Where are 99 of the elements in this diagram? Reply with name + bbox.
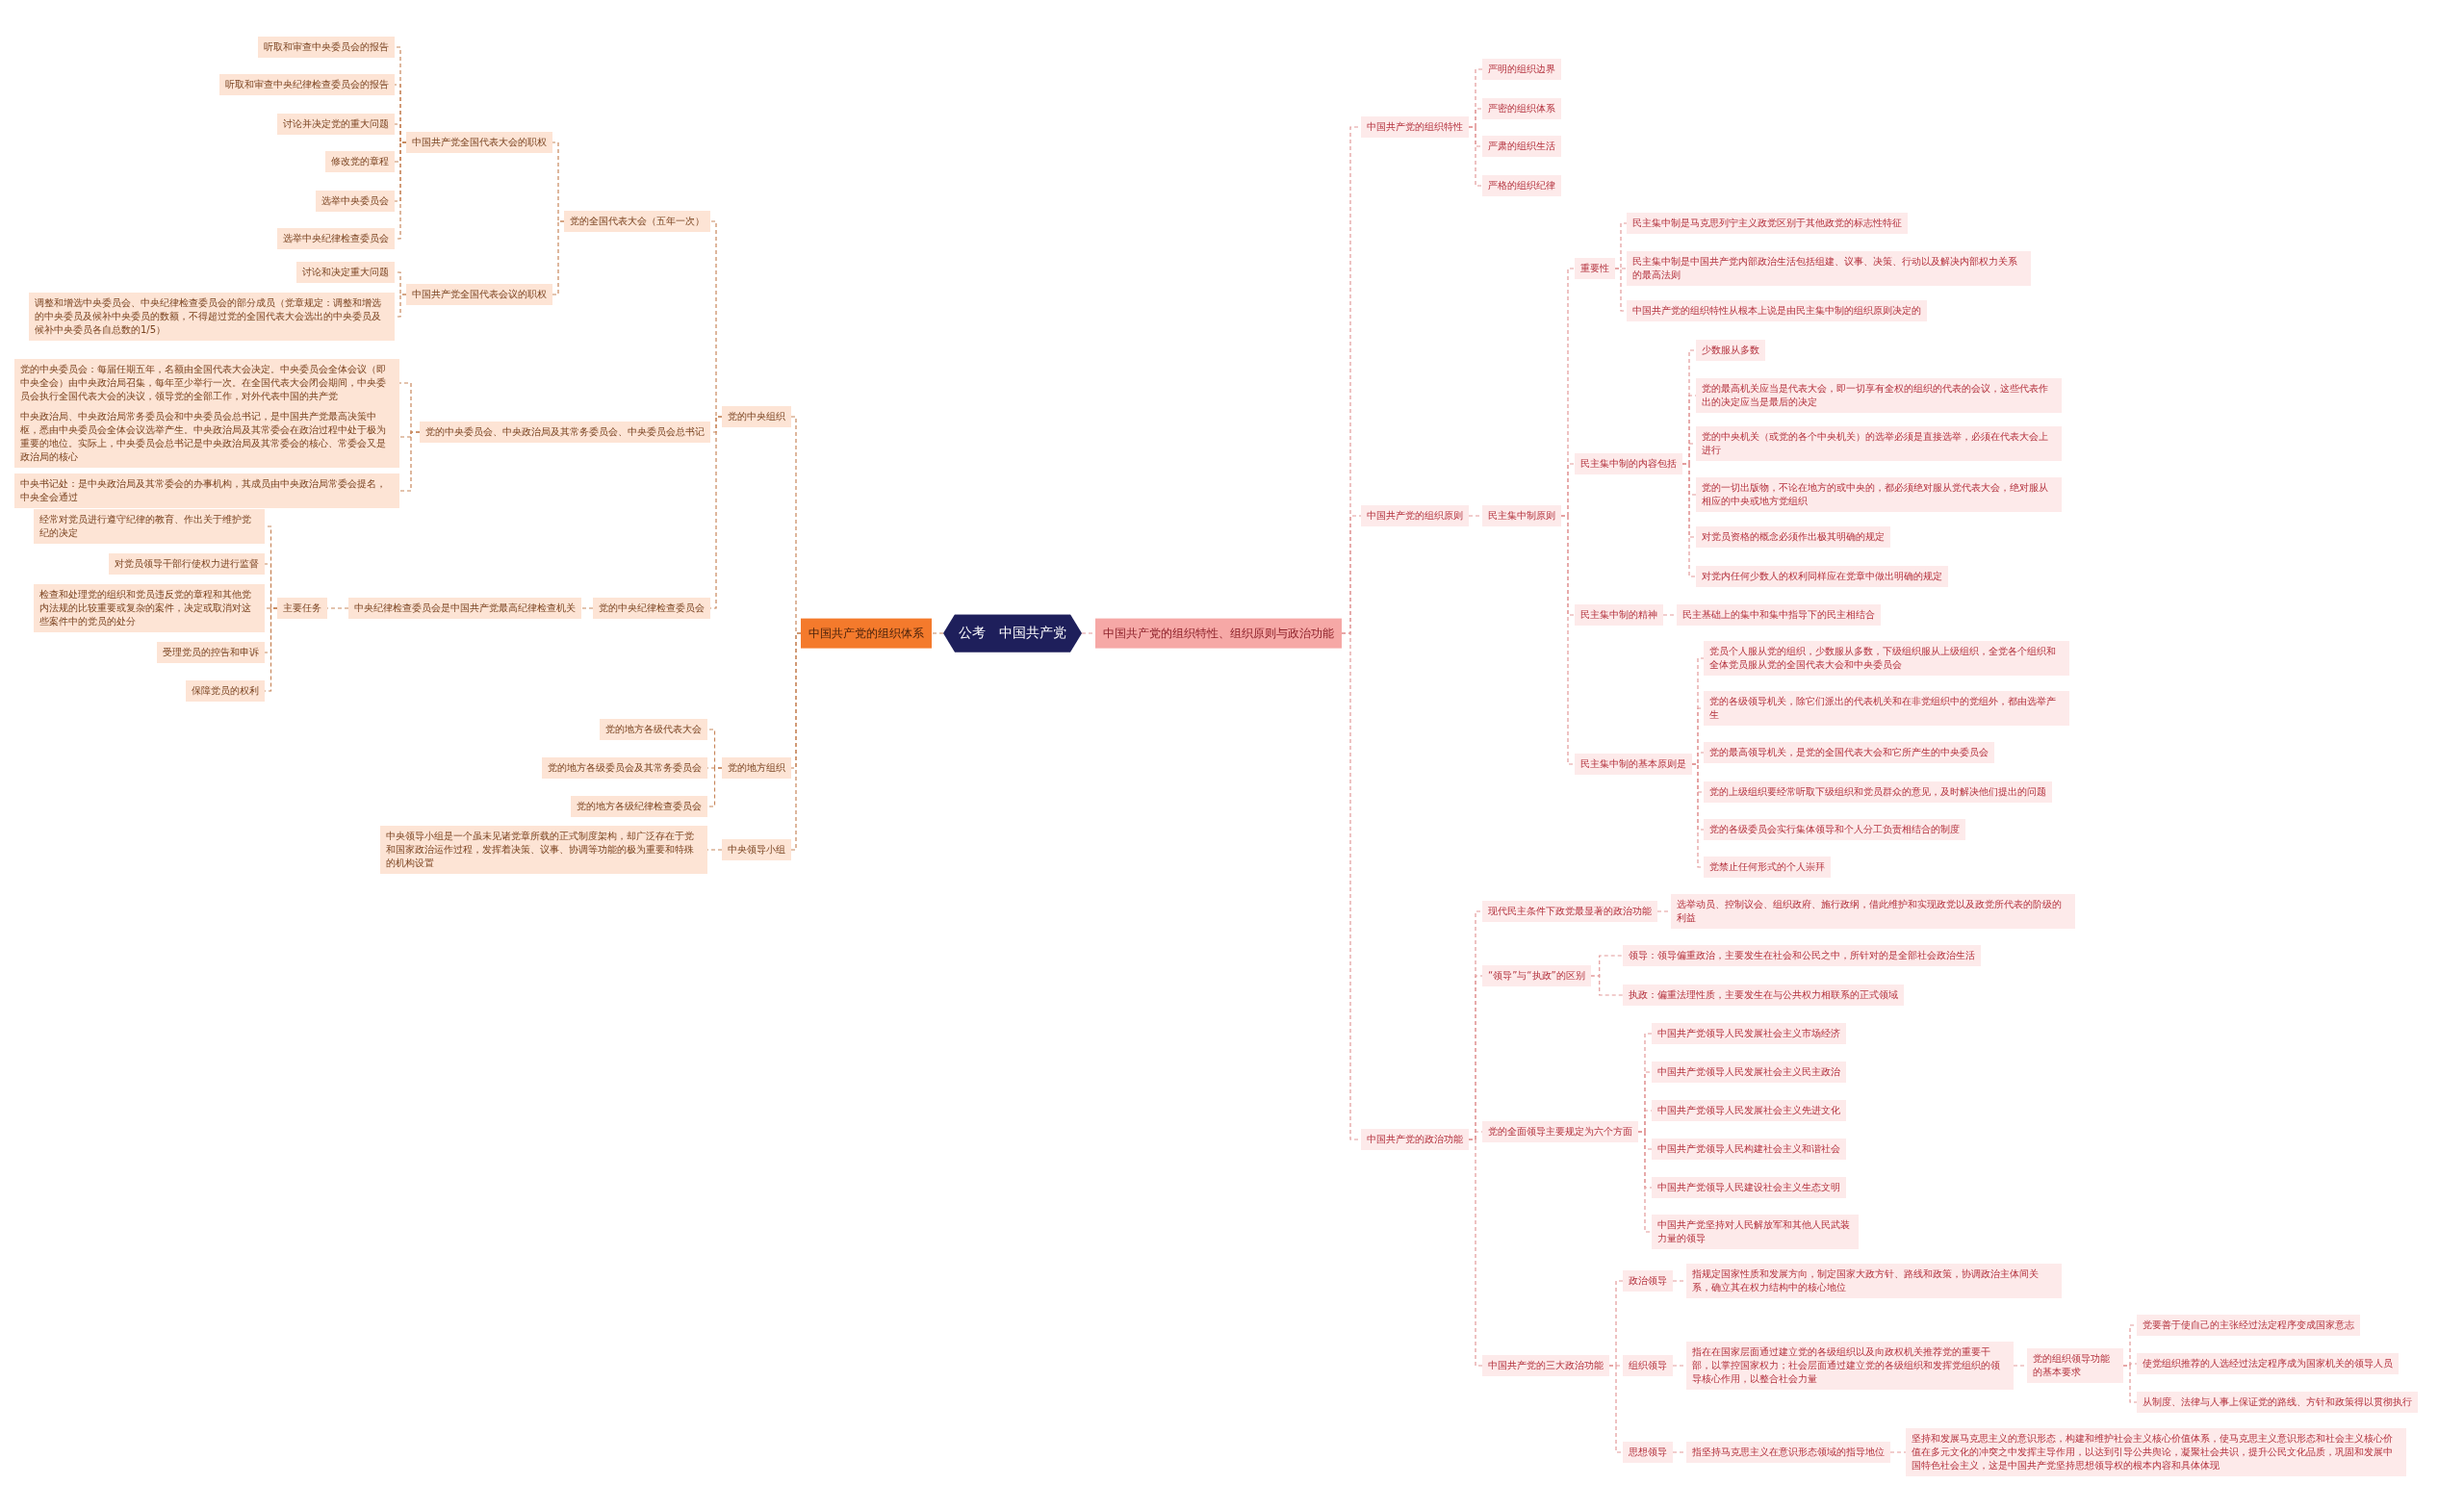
topic-box: 重要性 (1575, 258, 1615, 279)
topic-box: 听取和审查中央纪律检查委员会的报告 (219, 74, 395, 95)
topic-box: 民主集中制的基本原则是 (1575, 754, 1692, 775)
topic-box: 民主集中制的内容包括 (1575, 453, 1682, 474)
topic-box: 讨论和决定重大问题 (296, 262, 395, 283)
topic-box: 党的地方各级纪律检查委员会 (571, 796, 707, 817)
topic-box: 党要善于使自己的主张经过法定程序变成国家意志 (2137, 1315, 2360, 1336)
topic-box: 严肃的组织生活 (1482, 136, 1561, 157)
topic-box: 对党员资格的概念必须作出极其明确的规定 (1696, 526, 1890, 548)
topic-box: 民主集中制是马克思列宁主义政党区别于其他政党的标志性特征 (1627, 213, 1908, 234)
topic-box: 中国共产党的政治功能 (1361, 1129, 1469, 1150)
topic-box: 保障党员的权利 (186, 680, 265, 702)
topic-box: 选举动员、控制议会、组织政府、施行政纲，借此维护和实现政党以及政党所代表的阶级的利益 (1671, 894, 2075, 929)
connector-line (1468, 1139, 1483, 1367)
connector-line (1681, 463, 1697, 577)
topic-box: 中央书记处：是中央政治局及其常委会的办事机构，其成员由中央政治局常委会提名，中央全会通过 (14, 473, 399, 508)
topic-box: 使党组织推荐的人选经过法定程序成为国家机关的领导人员 (2137, 1353, 2399, 1374)
topic-box: 严格的组织纪律 (1482, 175, 1561, 196)
topic-box: 党的中央机关（或党的各个中央机关）的选举必须是直接选举，必须在代表大会上进行 (1696, 426, 2062, 461)
topic-box: 领导：领导偏重政治，主要发生在社会和公民之中，所针对的是全部社会政治生活 (1623, 945, 1981, 966)
topic-box: 坚持和发展马克思主义的意识形态，构建和维护社会主义核心价值体系，使马克思主义意识形态和社会主义核心价值在多元文化的冲突之中发挥主导作用，以达到引导公共舆论，凝聚社会共识，提升公民文化品质，巩固和发展中国特色社会主义，这是中国共产党坚持思想领导权的根本内容和具体体现 (1906, 1428, 2406, 1476)
topic-box: 中国共产党的组织原则 (1361, 505, 1469, 526)
topic-box: 民主基础上的集中和集中指导下的民主相结合 (1677, 604, 1881, 626)
topic-box: 指规定国家性质和发展方向，制定国家大政方针、路线和政策，协调政治主体间关系，确立其在权力结构中的核心地位 (1686, 1264, 2062, 1298)
topic-box: 党的组织领导功能的基本要求 (2027, 1348, 2123, 1383)
connector-line (1637, 1131, 1653, 1233)
topic-box: 组织领导 (1623, 1355, 1673, 1376)
topic-box: “领导”与“执政”的区别 (1482, 965, 1591, 986)
topic-box: 中央纪律检查委员会是中国共产党最高纪律检查机关 (348, 598, 581, 619)
topic-box: 选举中央委员会 (316, 191, 395, 212)
connector-line (552, 220, 565, 295)
topic-box: 党的中央组织 (722, 406, 791, 427)
topic-box: 中国共产党领导人民建设社会主义生态文明 (1652, 1177, 1846, 1198)
topic-box: 党的最高领导机关，是党的全国代表大会和它所产生的中央委员会 (1704, 742, 1994, 763)
topic-box: 对党员领导干部行使权力进行监督 (109, 553, 265, 575)
topic-box: 中国共产党的组织特性从根本上说是由民主集中制的组织原则决定的 (1627, 300, 1927, 321)
topic-box: 对党内任何少数人的权利同样应在党章中做出明确的规定 (1696, 566, 1948, 587)
topic-box: 中国共产党领导人民构建社会主义和谐社会 (1652, 1139, 1846, 1160)
connector-line (398, 431, 421, 492)
topic-box: 党的中央委员会、中央政治局及其常务委员会、中央委员会总书记 (420, 422, 710, 443)
connector-line (1560, 515, 1576, 765)
topic-box: 主要任务 (277, 598, 327, 619)
topic-box: 调整和增选中央委员会、中央纪律检查委员会的部分成员（党章规定：调整和增选的中央委员及候补中央委员的数额，不得超过党的全国代表大会选出的中央委员及候补中央委员各自总数的1/5） (29, 293, 395, 341)
topic-box: 中国共产党领导人民发展社会主义民主政治 (1652, 1062, 1846, 1083)
topic-box: 中央领导小组 (722, 839, 791, 860)
topic-box: 党的最高机关应当是代表大会，即一切享有全权的组织的代表的会议，这些代表作出的决定应当是最后的决定 (1696, 378, 2062, 413)
topic-box: 党的各级委员会实行集体领导和个人分工负责相结合的制度 (1704, 819, 1965, 840)
topic-box: 党的全国代表大会（五年一次） (564, 211, 710, 232)
topic-box: 指在在国家层面通过建立党的各级组织以及向政权机关推荐党的重要干部，以掌控国家权力；社会层面通过建立党的各级组织和发挥党组织的领导核心作用，以整合社会力量 (1686, 1342, 2014, 1390)
connector-line (1608, 1365, 1624, 1453)
topic-box: 党的一切出版物，不论在地方的或中央的，都必须绝对服从党代表大会，绝对服从相应的中央或地方党组织 (1696, 477, 2062, 512)
topic-box: 党的地方组织 (722, 757, 791, 779)
connector-line (790, 632, 802, 851)
topic-box: 中国共产党全国代表大会的职权 (406, 132, 552, 153)
topic-box: 中国共产党的组织特性 (1361, 116, 1469, 138)
topic-box: 经常对党员进行遵守纪律的教育、作出关于维护党纪的决定 (34, 509, 265, 544)
connector-line (1590, 975, 1624, 996)
topic-box: 民主集中制的精神 (1575, 604, 1663, 626)
topic-box: 党的各级领导机关，除它们派出的代表机关和在非党组织中的党组外，都由选举产生 (1704, 691, 2069, 726)
topic-box: 执政：偏重法理性质，主要发生在与公共权力相联系的正式领域 (1623, 985, 1904, 1006)
topic-box: 中央政治局、中央政治局常务委员会和中央委员会总书记，是中国共产党最高决策中枢，悉由中央委员会全体会议选举产生。中央政治局及其常委会在政治过程中处于极为重要的地位。实际上，中央委员会总书记是中央政治局及其常委会的核心、常委会又是政治局的核心 (14, 406, 399, 468)
topic-box: 严明的组织边界 (1482, 59, 1561, 80)
topic-box: 选举中央纪律检查委员会 (277, 228, 395, 249)
connector-line (1468, 126, 1483, 187)
topic-box: 思想领导 (1623, 1442, 1673, 1463)
topic-box: 中国共产党领导人民发展社会主义先进文化 (1652, 1100, 1846, 1121)
topic-box: 党禁止任何形式的个人崇拜 (1704, 857, 1831, 878)
topic-box: 指坚持马克思主义在意识形态领域的指导地位 (1686, 1442, 1890, 1463)
topic-box: 党员个人服从党的组织，少数服从多数，下级组织服从上级组织，全党各个组织和全体党员服从党的全国代表大会和中央委员会 (1704, 641, 2069, 676)
topic-box: 听取和审查中央委员会的报告 (258, 37, 395, 58)
topic-box: 党的地方各级委员会及其常务委员会 (542, 757, 707, 779)
topic-box: 讨论并决定党的重大问题 (277, 114, 395, 135)
topic-box: 中国共产党领导人民发展社会主义市场经济 (1652, 1023, 1846, 1044)
topic-box: 党的中央委员会：每届任期五年，名额由全国代表大会决定。中央委员会全体会议（即中央全会）由中央政治局召集，每年至少举行一次。在全国代表大会闭会期间，中央委员会执行全国代表大会的决议，领导党的全部工作，对外代表中国的共产党 (14, 359, 399, 407)
topic-box: 现代民主条件下政党最显著的政治功能 (1482, 901, 1657, 922)
topic-box: 政治领导 (1623, 1270, 1673, 1292)
topic-box: 党的上级组织要经常听取下级组织和党员群众的意见，及时解决他们提出的问题 (1704, 781, 2052, 803)
connector-line (2122, 1365, 2138, 1403)
connector-line (580, 607, 594, 609)
topic-box: 修改党的章程 (325, 151, 395, 172)
topic-box: 党的中央纪律检查委员会 (593, 598, 710, 619)
topic-box: 从制度、法律与人事上保证党的路线、方针和政策得以贯彻执行 (2137, 1392, 2418, 1413)
connector-line (706, 767, 723, 807)
connector-line (931, 632, 944, 634)
topic-box: 中国共产党坚持对人民解放军和其他人民武装力量的领导 (1652, 1215, 1859, 1249)
topic-box: 中国共产党全国代表会议的职权 (406, 284, 552, 305)
topic-box: 中央领导小组是一个虽未见诸党章所载的正式制度架构，却广泛存在于党和国家政治运作过程，发挥着决策、议事、协调等功能的极为重要和特殊的机构设置 (380, 826, 707, 874)
topic-box: 民主集中制原则 (1482, 505, 1561, 526)
topic-box: 受理党员的控告和申诉 (157, 642, 265, 663)
topic-box: 党的全面领导主要规定为六个方面 (1482, 1121, 1638, 1142)
topic-box: 民主集中制是中国共产党内部政治生活包括组建、议事、决策、行动以及解决内部权力关系的最高法则 (1627, 251, 2031, 286)
branch-box: 中国共产党的组织特性、组织原则与政治功能 (1095, 618, 1342, 649)
topic-box: 严密的组织体系 (1482, 98, 1561, 119)
topic-box: 中国共产党的三大政治功能 (1482, 1355, 1609, 1376)
topic-box: 检查和处理党的组织和党员违反党的章程和其他党内法规的比较重要或复杂的案件，决定或取消对这些案件中的党员的处分 (34, 584, 265, 632)
branch-box: 中国共产党的组织体系 (801, 618, 932, 649)
topic-box: 少数服从多数 (1696, 340, 1765, 361)
connector-line (1889, 1451, 1907, 1453)
topic-box: 党的地方各级代表大会 (600, 719, 707, 740)
